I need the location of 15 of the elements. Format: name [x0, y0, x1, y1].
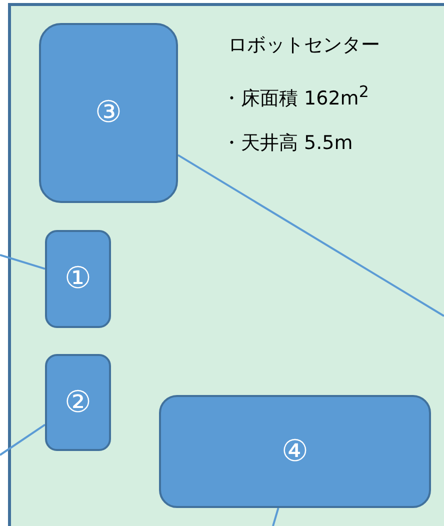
- leader-line: [0, 424, 46, 456]
- area-number: ①: [64, 264, 92, 294]
- room-spec: ・床面積 162m$^{2}$: [222, 82, 369, 112]
- room-spec: ・天井高 5.5m: [222, 131, 353, 156]
- area-number: ④: [282, 436, 308, 466]
- area-number: ③: [95, 98, 122, 128]
- leader-line: [272, 508, 280, 526]
- area-box: [45, 230, 111, 328]
- room-title: ロボットセンター: [228, 33, 380, 58]
- leader-line: [177, 154, 444, 317]
- area-number: ②: [64, 388, 92, 418]
- area-box: [45, 354, 111, 451]
- area-box: [39, 23, 178, 203]
- area-box: [159, 395, 431, 508]
- leader-line: [0, 254, 46, 270]
